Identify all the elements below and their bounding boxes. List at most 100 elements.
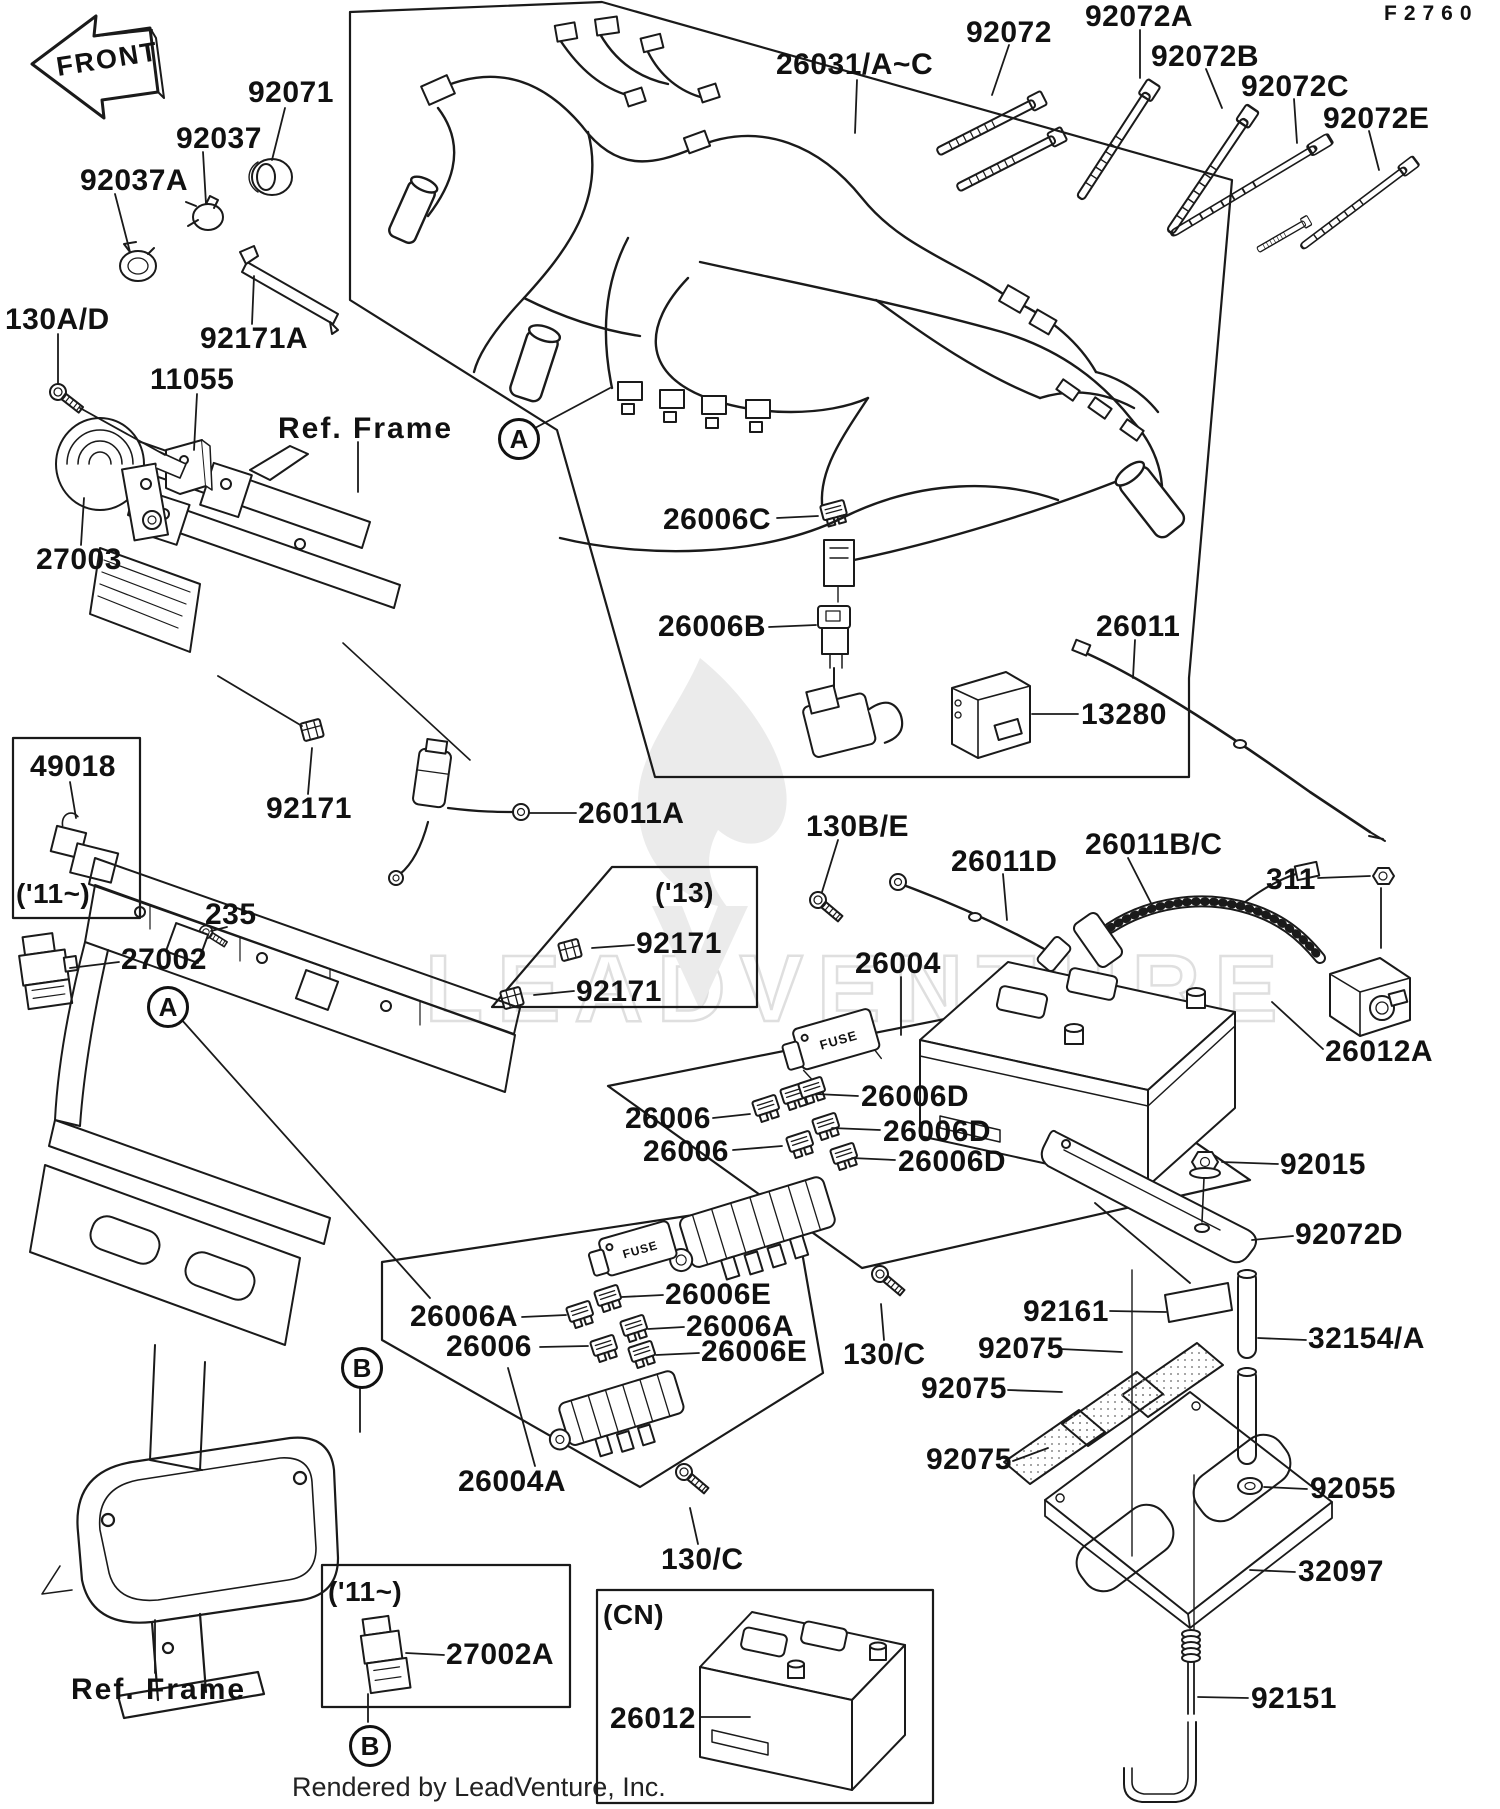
part-label-92072C: 92072C [1241,70,1350,103]
part-label-26006E-1: 26006E [665,1278,772,1311]
switch-mount-art [802,684,904,758]
part-label-27002: 27002 [121,943,207,976]
relay-27002 [18,932,79,1011]
part-label-26012A: 26012A [1325,1035,1434,1068]
inset-box-13 [490,865,759,1009]
part-label-92151: 92151 [1251,1682,1337,1715]
part-label-92015: 92015 [1280,1148,1366,1181]
inset-box-cn [595,1588,935,1805]
wiring-harness-26031 [388,15,1186,562]
watermark-flame-logo [637,658,787,1010]
part-label-26004A: 26004A [458,1465,567,1498]
part-label-92161: 92161 [1023,1295,1109,1328]
part-label-130C-1: 130/C [843,1338,926,1371]
nut-92015 [1189,1151,1221,1179]
part-label-92071: 92071 [248,76,334,109]
part-label-26006D-2: 26006D [883,1115,992,1148]
part-label-235: 235 [205,898,257,931]
part-label-92171-low: 92171 [576,975,662,1008]
j-hook [1123,1721,1197,1803]
plate-92161 [1164,1282,1233,1323]
part-label-92171-frame: 92171 [266,792,352,825]
callout-A: A [498,418,540,460]
part-label-92171A: 92171A [200,322,309,355]
part-label-26012: 26012 [610,1702,696,1735]
part-label-26006B: 26006B [658,610,767,643]
part-label-cap-cn: (CN) [603,1599,665,1630]
front-arrow: FRONT [30,14,165,120]
clamp-92037 [185,195,224,231]
part-label-26006E-2: 26006E [701,1335,808,1368]
part-label-26011D: 26011D [951,845,1058,878]
clamp-92037A [119,241,157,282]
part-label-130AD: 130A/D [5,303,110,336]
part-label-130BE: 130B/E [806,810,910,843]
inset-box-11 [320,1563,572,1709]
footer-credit: Rendered by LeadVenture, Inc. [292,1772,666,1802]
callout-B: B [349,1725,391,1767]
figure-code: F2760 [1384,2,1479,25]
part-label-92037: 92037 [176,122,262,155]
part-label-26011: 26011 [1096,610,1181,643]
callout-B: B [341,1347,383,1389]
part-label-26006-u2: 26006 [643,1135,729,1168]
part-label-26006D-3: 26006D [898,1145,1007,1178]
fuse-26006C [819,498,855,603]
fuse-block-26004A [548,1370,685,1458]
part-label-cap-11b: ('11~) [328,1576,403,1607]
part-label-26006C: 26006C [663,503,772,536]
battery-26012A [919,961,1236,1187]
cable-26011 [1071,638,1386,842]
nut-311 [1372,867,1395,885]
washer-92055 [1237,1477,1263,1495]
rod-32154A [1237,1269,1257,1465]
part-label-refframe-bot: Ref. Frame [71,1673,247,1706]
part-label-92171-13: 92171 [636,927,722,960]
part-label-311: 311 [1266,863,1316,896]
part-label-92075-3: 92075 [926,1443,1012,1476]
strap-92171A [239,245,339,335]
part-label-cap-13: ('13) [655,877,714,908]
part-label-26011BC: 26011B/C [1085,828,1223,861]
part-label-26006D-1: 26006D [861,1080,970,1113]
part-label-92072D: 92072D [1295,1218,1404,1251]
switch-26006B [802,605,904,758]
fuse-block-26004 [669,1176,836,1281]
relay-27002A [359,1614,412,1723]
part-label-11055: 11055 [150,363,235,396]
part-label-27003: 27003 [36,543,122,576]
fuse-cover-26004: FUSE [781,1008,883,1081]
part-label-92072B: 92072B [1151,40,1260,73]
part-label-26006A-L: 26006A [410,1300,519,1333]
starter-relay [1329,957,1411,1037]
part-label-130C-2: 130/C [661,1543,744,1576]
part-label-26006-l: 26006 [446,1330,532,1363]
fuse-cover-26004A: FUSE [587,1220,678,1277]
harness-detail-box-A [348,0,1234,779]
part-label-cap-11a: ('11~) [16,878,91,909]
part-label-92075-2: 92075 [921,1372,1007,1405]
part-label-26006-u1: 26006 [625,1102,711,1135]
battery-26012-cn [699,1611,906,1791]
cable-26011A [388,737,530,886]
spring-bolt-92151 [1181,1629,1201,1715]
part-label-92072: 92072 [966,16,1052,49]
part-label-92055: 92055 [1310,1472,1396,1505]
part-label-32154A: 32154/A [1308,1322,1425,1355]
inset-box-49018 [11,736,142,920]
part-label-32097: 32097 [1298,1555,1384,1588]
bracket-11055 [165,439,213,495]
part-label-26006A-R: 26006A [686,1310,795,1343]
part-label-49018: 49018 [30,750,116,783]
part-label-26004: 26004 [855,947,941,980]
frame-bottom [41,1436,340,1720]
part-label-92075-1: 92075 [978,1332,1064,1365]
frame-lower [29,642,521,1471]
part-label-13280: 13280 [1081,698,1167,731]
part-label-92072E: 92072E [1323,102,1430,135]
part-label-refframe-top: Ref. Frame [278,412,454,445]
pads-92075 [1003,1342,1224,1485]
bracket-13280 [951,671,1031,759]
